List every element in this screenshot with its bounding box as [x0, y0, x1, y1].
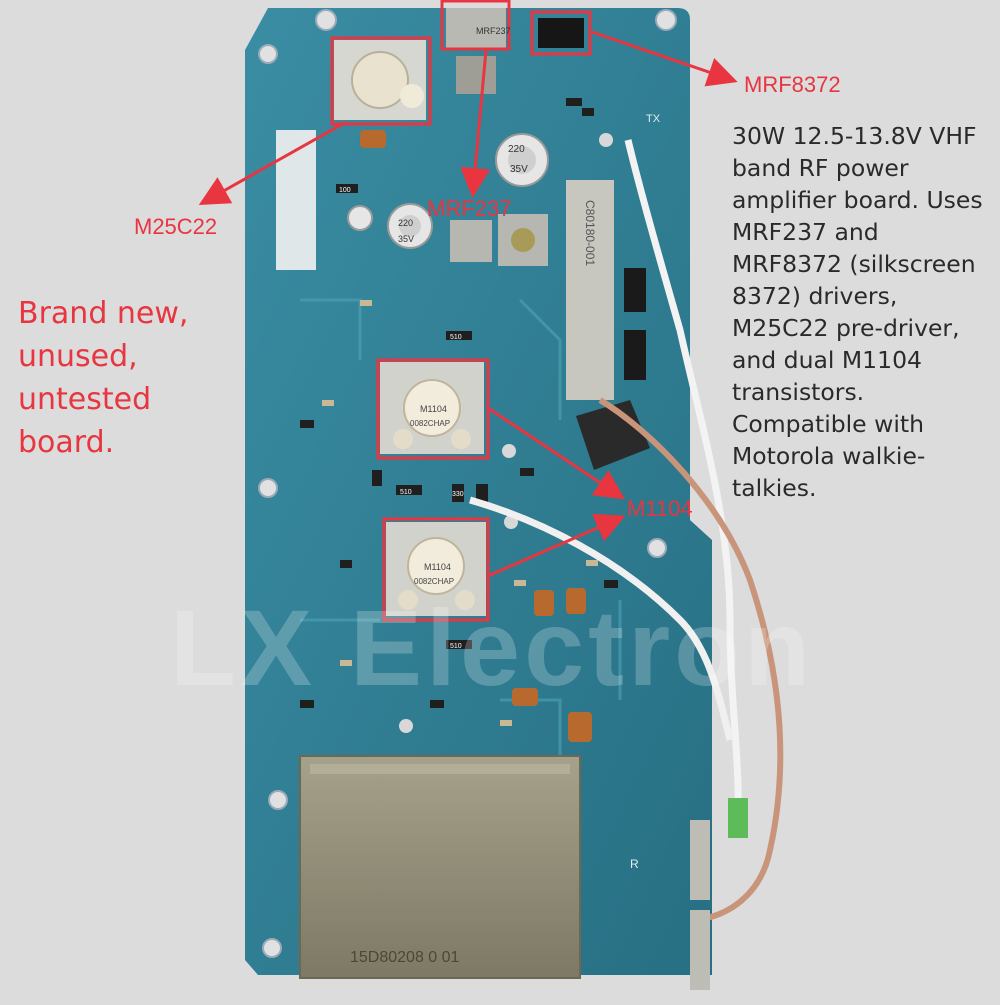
m1104-lower-code: 0082CHAP: [414, 577, 454, 586]
smd-510-b: 510: [400, 489, 412, 496]
cap-a-voltage: 35V: [510, 164, 528, 175]
callout-label-m25c22: M25C22: [134, 214, 218, 239]
cap-b-value: 220: [398, 218, 413, 228]
pcb-board: [245, 8, 712, 975]
mount-nut: [450, 220, 492, 262]
m1104-transistor-lower: [386, 522, 486, 616]
port-tx: TX: [646, 113, 661, 125]
smd-330: 330: [452, 491, 464, 498]
smd-510-a: 510: [450, 334, 462, 341]
mrf237-can: [446, 8, 506, 94]
callout-boxes: [330, 0, 592, 622]
callout-label-mrf237: MRF237: [427, 196, 512, 221]
callout-arrows: [198, 30, 738, 578]
m1104-lower-marking: M1104: [424, 562, 451, 572]
coil-label: C80180-001: [583, 200, 597, 266]
condition-note: Brand new, unused, untested board.: [18, 296, 189, 460]
mrf237-can-text: MRF237: [476, 26, 511, 36]
m25c22-transistor: [334, 40, 426, 120]
smd-100: 100: [339, 187, 351, 194]
capacitors: [347, 133, 549, 249]
shield-code: 15D80208 0 01: [350, 949, 460, 966]
callout-label-m1104: M1104: [627, 496, 693, 521]
metal-shield: [299, 755, 581, 979]
m1104-transistor-upper: [380, 362, 484, 454]
m1104-upper-marking: M1104: [420, 404, 447, 414]
smd-510-c: 510: [450, 643, 462, 650]
coax-cables: [469, 139, 784, 923]
callout-label-mrf8372: MRF8372: [744, 72, 841, 97]
watermark: LX Electron: [170, 587, 815, 708]
product-description: 30W 12.5-13.8V VHF band RF power amplifi…: [732, 122, 983, 502]
m1104-upper-code: 0082CHAP: [410, 419, 450, 428]
mrf8372-chip: [538, 18, 584, 48]
output-terminals: [690, 820, 710, 990]
cap-b-voltage: 35V: [398, 234, 414, 244]
coils: [360, 130, 592, 742]
cap-a-value: 220: [508, 144, 525, 155]
port-r: R: [630, 857, 639, 871]
board-markings: MRF237 220 35V 220 35V M1104 0082CHAP M1…: [339, 26, 661, 966]
